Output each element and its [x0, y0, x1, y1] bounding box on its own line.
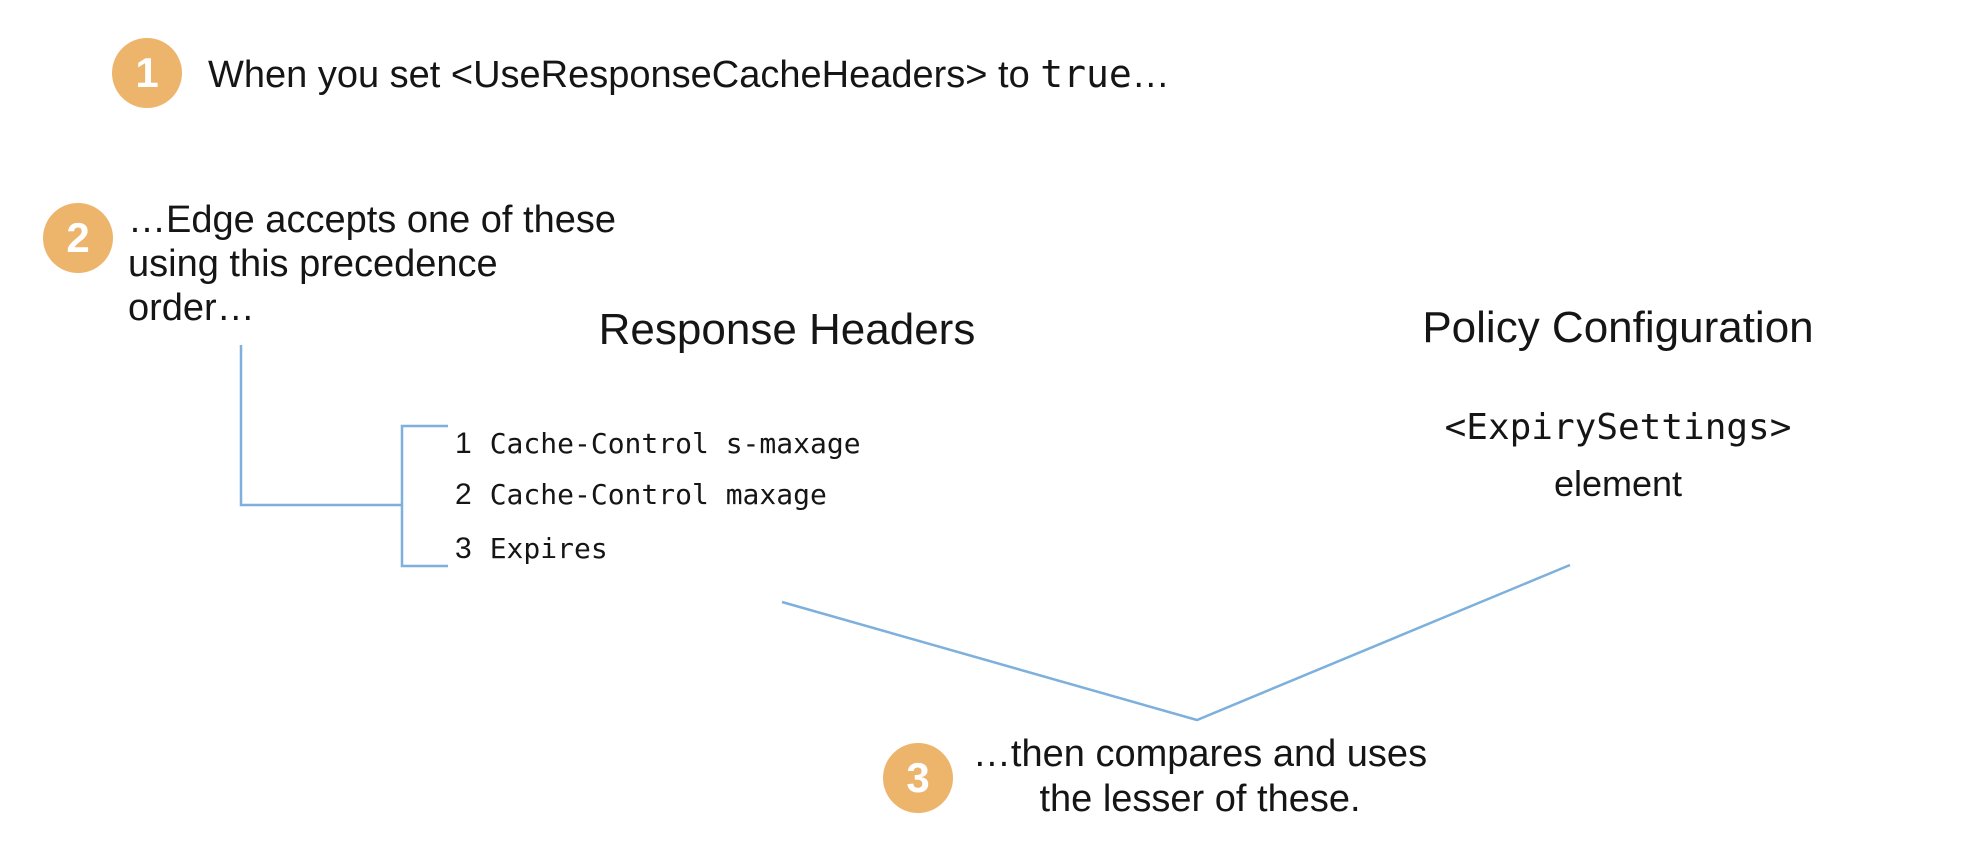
step-1-ellipsis: …: [1131, 54, 1170, 96]
response-headers-title: Response Headers: [598, 305, 976, 354]
step-1-text: When you set <UseResponseCacheHeaders> t…: [208, 52, 1170, 97]
policy-configuration-title: Policy Configuration: [1422, 303, 1814, 352]
precedence-rank-2: 2: [455, 478, 472, 511]
step-3-badge-number: 3: [906, 754, 930, 801]
true-code-value: true: [1040, 52, 1132, 96]
step-2-text-line-1: …Edge accepts one of these: [128, 199, 616, 241]
precedence-bracket-line: [400, 424, 448, 568]
step-2-badge: 2: [43, 203, 113, 273]
step-3-text-line-1: …then compares and uses: [972, 733, 1428, 775]
expiry-settings-subtitle: element: [1553, 463, 1683, 504]
step-3-text-line-2: the lesser of these.: [1039, 778, 1361, 820]
step-2-badge-number: 2: [66, 214, 90, 261]
step-1-badge-number: 1: [135, 49, 159, 96]
precedence-item-2: 2 Cache-Control maxage: [455, 478, 827, 512]
step-2-text-line-3: order…: [128, 287, 255, 329]
precedence-rank-1: 1: [455, 427, 472, 460]
step-2-text: …Edge accepts one of these using this pr…: [128, 198, 616, 330]
expiry-settings-code: <ExpirySettings>: [1444, 407, 1792, 448]
precedence-item-1: 1 Cache-Control s-maxage: [455, 427, 861, 461]
header-name-1: Cache-Control s-maxage: [489, 427, 861, 460]
header-name-3: Expires: [489, 532, 608, 565]
use-response-cache-headers-tag: <UseResponseCacheHeaders>: [450, 54, 988, 96]
precedence-rank-3: 3: [455, 532, 472, 565]
step-3-badge: 3: [883, 743, 953, 813]
elbow-connector-line: [239, 345, 402, 507]
precedence-item-3: 3 Expires: [455, 532, 608, 566]
header-name-2: Cache-Control maxage: [489, 478, 827, 511]
step-1-text-middle: to: [987, 54, 1041, 96]
step-1-text-prefix: When you set: [208, 54, 451, 96]
compare-v-connector-line: [781, 563, 1571, 722]
step-2-text-line-2: using this precedence: [128, 243, 498, 285]
step-1-badge: 1: [112, 38, 182, 108]
step-3-text: …then compares and uses the lesser of th…: [940, 732, 1460, 822]
